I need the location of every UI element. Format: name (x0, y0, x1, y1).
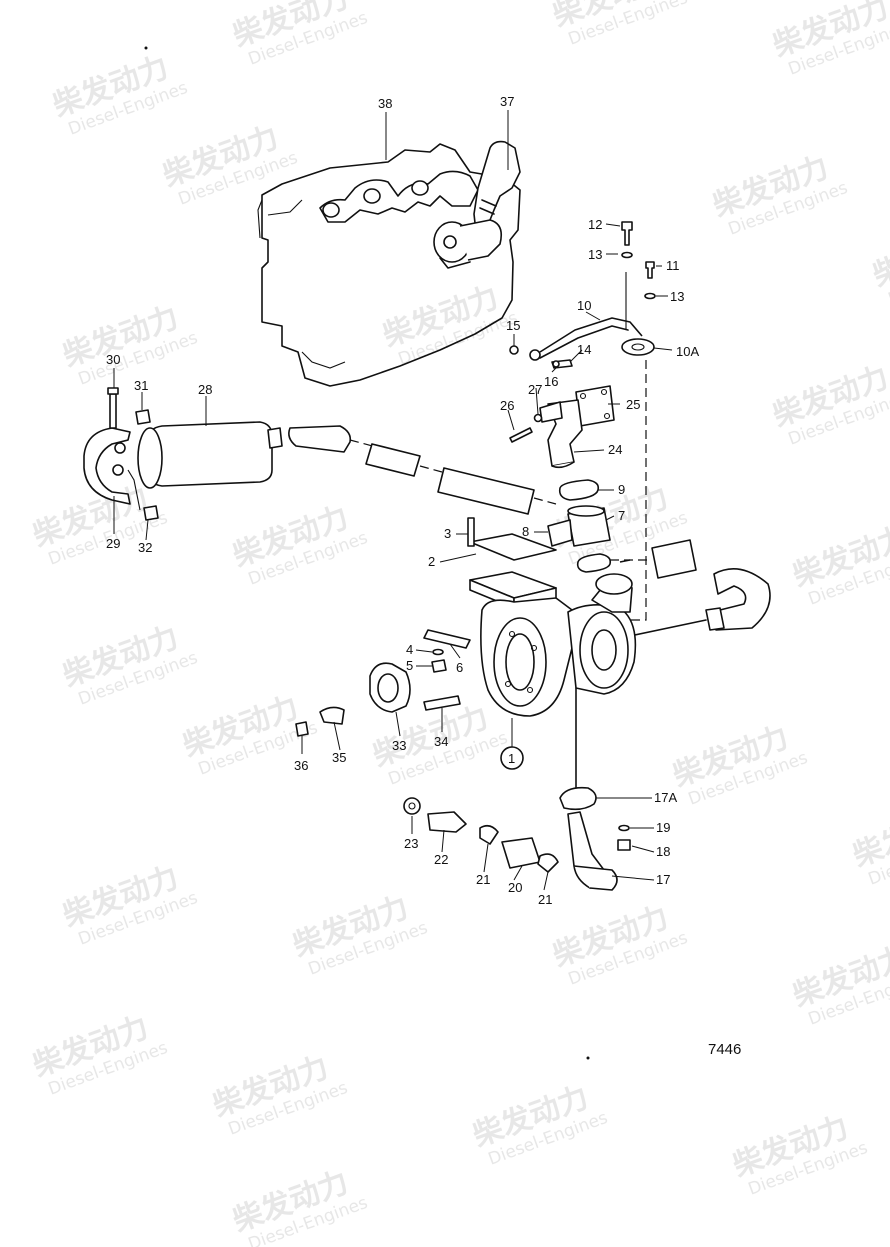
callout-11: 11 (666, 258, 680, 273)
callout-15: 15 (506, 318, 520, 333)
callout-5: 5 (406, 658, 413, 673)
callout-20: 20 (508, 880, 522, 895)
callout-35: 35 (332, 750, 346, 765)
callout-22: 22 (434, 852, 448, 867)
callout-37: 37 (500, 94, 514, 109)
callout-34: 34 (434, 734, 448, 749)
callout-12: 12 (588, 217, 602, 232)
callout-6: 6 (456, 660, 463, 675)
callout-24: 24 (608, 442, 622, 457)
exhaust-pipe-37 (473, 140, 521, 233)
callout-10a: 10A (676, 344, 699, 359)
callout-36: 36 (294, 758, 308, 773)
callout-9: 9 (618, 482, 625, 497)
callout-32: 32 (138, 540, 152, 555)
callout-3: 3 (444, 526, 451, 541)
oil-return-pipe (403, 687, 631, 891)
callout-17: 17 (656, 872, 670, 887)
gasket-10a (621, 338, 655, 356)
callout-8: 8 (522, 524, 529, 539)
figure-number: 7446 (708, 1041, 741, 1058)
callout-4: 4 (406, 642, 413, 657)
silencer-28 (145, 421, 273, 487)
callout-labels: 38 37 12 13 11 13 10 15 14 16 10A 27 26 … (106, 94, 699, 907)
exhaust-manifold (319, 170, 479, 223)
callout-23: 23 (404, 836, 418, 851)
callout-31: 31 (134, 378, 148, 393)
callout-16: 16 (544, 374, 558, 389)
callout-7: 7 (618, 508, 625, 523)
clamp-29 (83, 427, 131, 505)
callout-1: 1 (508, 751, 515, 766)
leader-lines (113, 110, 673, 891)
callout-25: 25 (626, 397, 640, 412)
gasket-2 (469, 533, 557, 561)
callout-14: 14 (577, 342, 591, 357)
svg-text:柴发动力: 柴发动力 (868, 220, 890, 294)
callout-33: 33 (392, 738, 406, 753)
callout-2: 2 (428, 554, 435, 569)
clamp-9 (558, 479, 600, 501)
oil-pipe-assembly (509, 221, 656, 621)
flange-25 (575, 385, 615, 427)
svg-text:柴发动力: 柴发动力 (848, 800, 890, 874)
callout-13-b: 13 (670, 289, 684, 304)
callout-17a: 17A (654, 790, 677, 805)
callout-27: 27 (528, 382, 542, 397)
exhaust-hose-chain (288, 425, 771, 637)
callout-21: 21 (476, 872, 490, 887)
callout-29: 29 (106, 536, 120, 551)
callout-21-b: 21 (538, 892, 552, 907)
callout-38: 38 (378, 96, 392, 111)
turbocharger-main (295, 517, 637, 770)
outlet-elbow-assembly (509, 385, 631, 573)
callout-13: 13 (588, 247, 602, 262)
callout-26: 26 (500, 398, 514, 413)
engine-block-outline (257, 140, 521, 387)
callout-18: 18 (656, 844, 670, 859)
callout-10: 10 (577, 298, 591, 313)
callout-30: 30 (106, 352, 120, 367)
silencer-assembly (83, 387, 283, 521)
callout-19: 19 (656, 820, 670, 835)
gasket-17a (559, 786, 597, 811)
callout-28: 28 (198, 382, 212, 397)
